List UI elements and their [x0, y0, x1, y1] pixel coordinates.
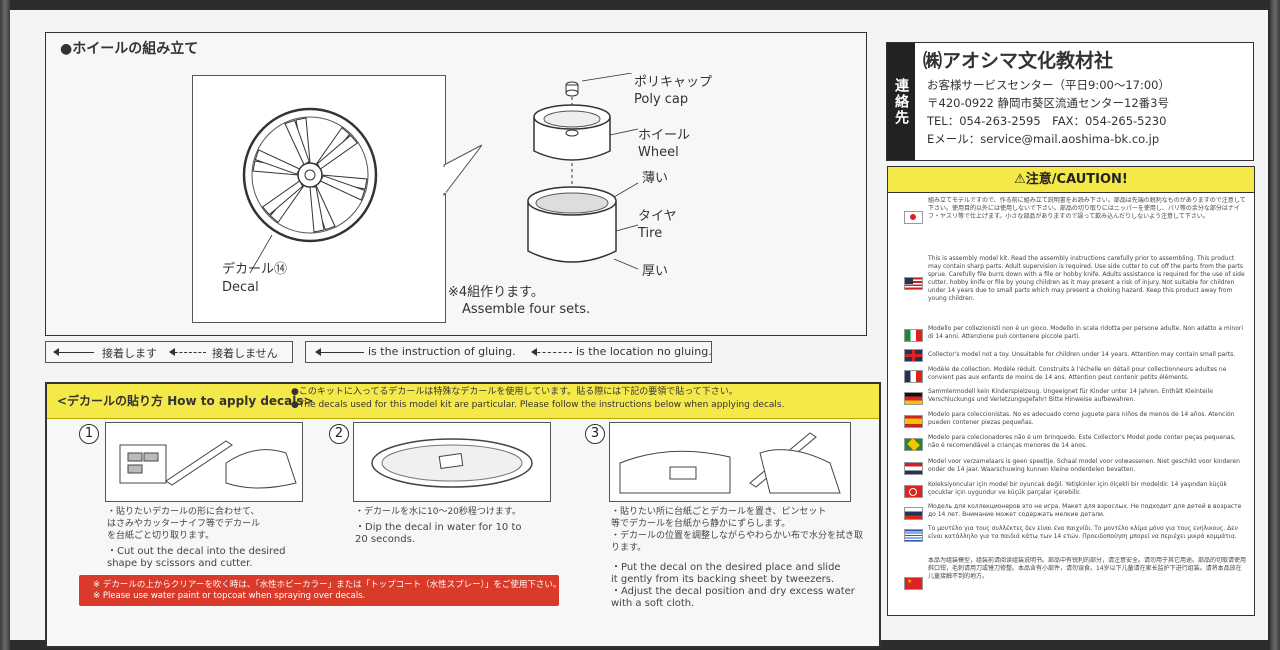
- caution-text-uk: Collector's model not a toy. Unsuitable …: [928, 351, 1236, 358]
- brazil-flag-icon: [904, 438, 923, 451]
- noglue-arrow-icon: [531, 348, 572, 356]
- france-flag-icon: [904, 370, 923, 383]
- step-number: 2: [329, 424, 349, 444]
- glue-legend-en: is the instruction of gluing. is the loc…: [305, 341, 712, 363]
- assembly-title: ●ホイールの組み立て: [60, 41, 199, 57]
- caution-text-br: Modelo para colecionadores não é um brin…: [928, 434, 1236, 449]
- caution-text-gr: Το μοντέλο για τους συλλέκτες δεν είναι …: [928, 525, 1238, 540]
- japan-flag-icon: [904, 211, 923, 224]
- glue-label-en: is the instruction of gluing.: [368, 345, 516, 358]
- glue-legend-jp: 接着します 接着しません: [45, 341, 293, 363]
- step-2-text-en-1: ・Dip the decal in water for 10 to: [355, 522, 522, 533]
- poly-cap-label-en: Poly cap: [634, 92, 689, 107]
- assemble-sets-note-jp: ※4組作ります。: [448, 285, 544, 300]
- caution-text-fr: Modèle de collection. Modèle réduit. Con…: [928, 366, 1227, 381]
- caution-text-it: Modello per collezionisti non è un gioco…: [928, 325, 1244, 340]
- noglue-label-en: is the location no gluing.: [576, 345, 712, 358]
- turkey-flag-icon: [904, 485, 923, 498]
- noglue-label-jp: 接着しません: [212, 347, 278, 360]
- glue-label-jp: 接着します: [102, 347, 157, 360]
- caution-text-ru: Модель для коллекционеров это не игра. М…: [928, 503, 1242, 518]
- usa-flag-icon: [904, 277, 923, 290]
- decal-instructions-panel: <デカールの貼り方 How to apply decals> ●このキットに入っ…: [45, 382, 881, 648]
- decal-label-en: Decal: [222, 280, 259, 295]
- greece-flag-icon: [904, 529, 923, 542]
- step-3-illustration: [609, 422, 851, 502]
- caution-text-es: Modelo para coleccionistas. No es adecua…: [928, 411, 1235, 426]
- decal-label-jp: デカール⑭: [222, 262, 288, 277]
- spray-warning-jp: ※ デカールの上からクリアーを吹く時は、「水性ホビーカラー」または「トップコート…: [93, 580, 562, 590]
- step-1-text-jp-2: はさみやカッターナイフ等でデカール: [107, 519, 261, 529]
- step-3-text-jp-1: ・貼りたい所に台紙ごとデカールを置き、ピンセット: [611, 507, 827, 517]
- box-edge-left: [0, 0, 10, 650]
- uk-flag-icon: [904, 349, 923, 362]
- step-1-text-en-2: shape by scissors and cutter.: [107, 558, 253, 569]
- caution-text-jp: 組み立てモデルですので、作る前に組み立て説明書をお読み下さい。部品は先端の鋭利な…: [928, 197, 1246, 220]
- wheel-label-jp: ホイール: [638, 128, 691, 143]
- exploded-wheel-tire-illustration: [527, 73, 639, 270]
- poly-cap-label-jp: ポリキャップ: [634, 75, 713, 90]
- russia-flag-icon: [904, 507, 923, 520]
- italy-flag-icon: [904, 329, 923, 342]
- caution-text-cn: 本品为组装模型，组装前请阅读组装说明书。部品中有锐利的部分，请注意安全。请勿用于…: [928, 557, 1246, 580]
- thin-side-label-jp: 薄い: [642, 171, 669, 186]
- step-number: 1: [79, 424, 99, 444]
- wheel-assembly-panel: ●ホイールの組み立て: [45, 32, 867, 336]
- step-number: 3: [585, 424, 605, 444]
- tire-label-en: Tire: [638, 226, 663, 241]
- decal-note-jp: ●このキットに入ってるデカールは特殊なデカールを使用しています。貼る際には下記の…: [291, 387, 738, 397]
- step-3-text-en-3: ・Adjust the decal position and dry exces…: [611, 586, 855, 609]
- netherlands-flag-icon: [904, 462, 923, 475]
- caution-text-en: This is assembly model kit. Read the ass…: [928, 255, 1245, 302]
- company-name: ㈱アオシマ文化教材社: [923, 50, 1114, 72]
- company-phone-fax: TEL：054-263-2595 FAX：054-265-5230: [927, 114, 1167, 128]
- caution-title: ⚠注意/CAUTION!: [888, 167, 1254, 193]
- decal-note-en: ●The decals used for this model kit are …: [291, 400, 785, 410]
- company-email: Eメール：service@mail.aoshima-bk.co.jp: [927, 132, 1160, 146]
- tire-label-jp: タイヤ: [638, 209, 677, 224]
- step-2-text-jp-1: ・デカールを水に10〜20秒程つけます。: [355, 507, 522, 517]
- step-1-text-jp-1: ・貼りたいデカールの形に合わせて、: [107, 507, 260, 517]
- caution-text-de: Sammlermodell kein Kinderspielzeug. Unge…: [928, 388, 1213, 403]
- water-dish-illustration: [371, 438, 533, 488]
- china-flag-icon: ★: [904, 577, 923, 590]
- wheel-face-illustration: [242, 107, 482, 274]
- caution-text-tr: Koleksiyoncular için model bir oyuncak d…: [928, 481, 1227, 496]
- caution-panel: ⚠注意/CAUTION! 組み立てモデルですので、作る前に組み立て説明書をお読み…: [887, 166, 1255, 616]
- step-3-text-en-2: it gently from its backing sheet by twee…: [611, 574, 835, 585]
- spain-flag-icon: [904, 415, 923, 428]
- glue-arrow-icon: [315, 348, 364, 356]
- decal-heading: <デカールの貼り方 How to apply decals>: [57, 394, 314, 408]
- instruction-sheet: ●ホイールの組み立て: [10, 10, 1268, 648]
- step-1-text-jp-3: を台紙ごと切り取ります。: [107, 531, 215, 541]
- step-2-text-en-2: 20 seconds.: [355, 534, 415, 545]
- noglue-arrow-icon: [169, 348, 206, 356]
- service-hours: お客様サービスセンター（平日9:00〜17:00）: [927, 78, 1170, 92]
- glue-arrow-icon: [53, 348, 94, 356]
- contact-tab-label: 連絡先: [887, 43, 915, 160]
- thick-side-label-jp: 厚い: [642, 264, 669, 279]
- cut-decal-illustration: [119, 440, 297, 489]
- step-1-illustration: [105, 422, 303, 502]
- spray-warning-banner: ※ デカールの上からクリアーを吹く時は、「水性ホビーカラー」または「トップコート…: [79, 575, 562, 606]
- box-edge-right: [1270, 0, 1280, 650]
- apply-decal-illustration: [619, 432, 841, 494]
- caution-text-nl: Model voor verzamelaars is geen speeltje…: [928, 458, 1240, 473]
- step-1-text-en-1: ・Cut out the decal into the desired: [107, 546, 286, 557]
- spray-warning-en: ※ Please use water paint or topcoat when…: [93, 591, 366, 601]
- contact-panel: 連絡先 ㈱アオシマ文化教材社 お客様サービスセンター（平日9:00〜17:00）…: [886, 42, 1254, 161]
- assemble-sets-note-en: Assemble four sets.: [462, 302, 591, 317]
- step-3-text-en-1: ・Put the decal on the desired place and …: [611, 562, 841, 573]
- germany-flag-icon: [904, 392, 923, 405]
- company-address: 〒420-0922 静岡市葵区流通センター12番3号: [927, 96, 1169, 110]
- step-3-text-jp-2: 等でデカールを台紙から静かにずらします。: [611, 519, 791, 529]
- decal-instructions-header: <デカールの貼り方 How to apply decals> ●このキットに入っ…: [47, 384, 879, 419]
- step-3-text-jp-3: ・デカールの位置を調整しながらやわらかい布で水分を拭き取ります。: [611, 531, 864, 553]
- step-2-illustration: [353, 422, 551, 502]
- wheel-label-en: Wheel: [638, 145, 679, 160]
